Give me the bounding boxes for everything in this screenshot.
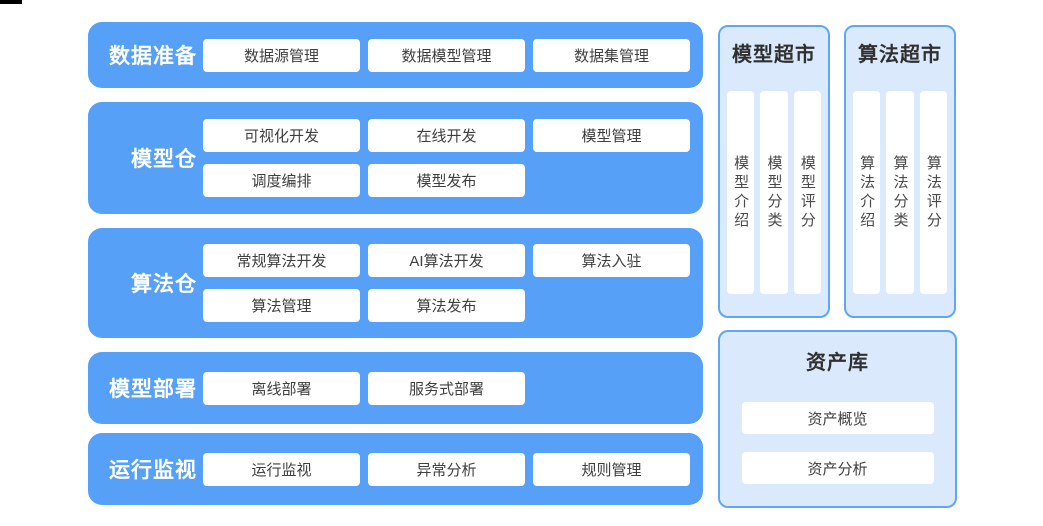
side-column: 模型超市 模型介绍 模型分类 模型评分 算法超市 算法介绍 算: [718, 25, 957, 508]
row-algorithm-warehouse: 算法仓 常规算法开发 AI算法开发 算法入驻 算法管理 算法发布: [88, 228, 703, 338]
feature-button[interactable]: 服务式部署: [368, 371, 525, 405]
feature-button[interactable]: 模型管理: [533, 119, 690, 152]
panel-title: 算法超市: [858, 44, 942, 66]
screenshot-corner-mark: [0, 0, 22, 4]
feature-button[interactable]: 异常分析: [368, 452, 525, 486]
row-model-deployment: 模型部署 离线部署 服务式部署: [88, 352, 703, 424]
feature-button[interactable]: 离线部署: [203, 371, 360, 405]
market-column-label: 模型介绍: [732, 154, 750, 231]
panel-model-market: 模型超市 模型介绍 模型分类 模型评分: [718, 25, 830, 318]
feature-button[interactable]: 算法发布: [368, 289, 525, 322]
feature-button[interactable]: 资产分析: [741, 452, 934, 484]
row-label: 模型仓: [131, 148, 197, 171]
feature-button[interactable]: 常规算法开发: [203, 244, 360, 277]
market-column-card[interactable]: 模型分类: [760, 91, 788, 294]
row-label: 数据准备: [109, 45, 197, 68]
market-column-card[interactable]: 算法评分: [919, 91, 947, 294]
row-buttons: 数据源管理 数据模型管理 数据集管理: [203, 38, 690, 72]
market-column-card[interactable]: 算法介绍: [853, 91, 881, 294]
feature-button[interactable]: 数据模型管理: [368, 38, 525, 72]
row-buttons: 可视化开发 在线开发 模型管理 调度编排 模型发布: [203, 119, 690, 197]
row-data-preparation: 数据准备 数据源管理 数据模型管理 数据集管理: [88, 22, 703, 88]
market-columns: 算法介绍 算法分类 算法评分: [846, 91, 954, 294]
market-column-label: 模型评分: [798, 154, 816, 231]
row-runtime-monitoring: 运行监视 运行监视 异常分析 规则管理: [88, 433, 703, 505]
panel-asset-library: 资产库 资产概览 资产分析: [718, 330, 957, 508]
feature-button[interactable]: 在线开发: [368, 119, 525, 152]
market-column-label: 算法分类: [891, 154, 909, 231]
feature-button[interactable]: 资产概览: [741, 402, 934, 434]
feature-button[interactable]: AI算法开发: [368, 244, 525, 277]
panel-title: 模型超市: [732, 44, 816, 66]
row-buttons: 离线部署 服务式部署: [203, 371, 690, 405]
market-column-label: 算法介绍: [858, 154, 876, 231]
feature-button[interactable]: 规则管理: [533, 452, 690, 486]
feature-button[interactable]: 调度编排: [203, 164, 360, 197]
market-column-card[interactable]: 模型介绍: [727, 91, 755, 294]
row-buttons: 运行监视 异常分析 规则管理: [203, 452, 690, 486]
panel-algorithm-market: 算法超市 算法介绍 算法分类 算法评分: [844, 25, 956, 318]
feature-button[interactable]: 可视化开发: [203, 119, 360, 152]
market-columns: 模型介绍 模型分类 模型评分: [720, 91, 828, 294]
markets-row: 模型超市 模型介绍 模型分类 模型评分 算法超市 算法介绍 算: [718, 25, 957, 318]
row-model-warehouse: 模型仓 可视化开发 在线开发 模型管理 调度编排 模型发布: [88, 102, 703, 214]
feature-button[interactable]: 模型发布: [368, 164, 525, 197]
pipeline-column: 数据准备 数据源管理 数据模型管理 数据集管理 模型仓 可视化开发 在线开发 模…: [88, 22, 703, 505]
feature-button[interactable]: 算法入驻: [533, 244, 690, 277]
row-label: 算法仓: [131, 273, 197, 296]
market-column-label: 模型分类: [765, 154, 783, 231]
panel-title: 资产库: [806, 352, 869, 374]
feature-button[interactable]: 数据集管理: [533, 38, 690, 72]
feature-button[interactable]: 数据源管理: [203, 38, 360, 72]
feature-button[interactable]: 算法管理: [203, 289, 360, 322]
market-column-card[interactable]: 算法分类: [886, 91, 914, 294]
market-column-label: 算法评分: [924, 154, 942, 231]
market-column-card[interactable]: 模型评分: [793, 91, 821, 294]
feature-button[interactable]: 运行监视: [203, 452, 360, 486]
row-label: 模型部署: [109, 378, 197, 401]
row-label: 运行监视: [109, 459, 197, 482]
row-buttons: 常规算法开发 AI算法开发 算法入驻 算法管理 算法发布: [203, 244, 690, 322]
